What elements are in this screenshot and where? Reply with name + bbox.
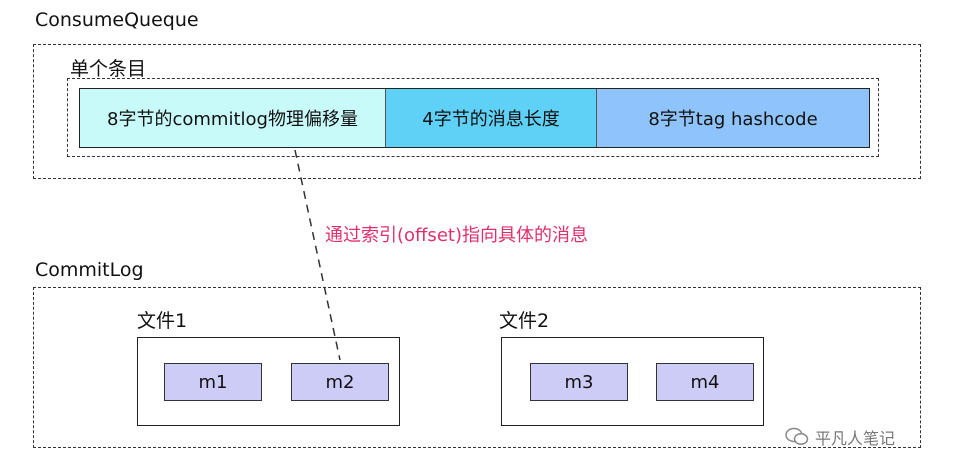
file2-label: 文件2 — [499, 310, 550, 332]
message-m3: m3 — [530, 363, 628, 401]
pointer-label: 通过索引(offset)指向具体的消息 — [325, 225, 588, 246]
wechat-icon — [785, 427, 809, 445]
length-field: 4字节的消息长度 — [386, 89, 597, 147]
consume-queue-container — [33, 44, 921, 179]
entry-container — [67, 78, 879, 157]
file2-box — [501, 337, 764, 426]
commit-log-title: CommitLog — [35, 259, 144, 281]
message-m1: m1 — [164, 363, 262, 401]
offset-field: 8字节的commitlog物理偏移量 — [80, 89, 386, 147]
entry-label: 单个条目 — [70, 58, 147, 80]
watermark: 平凡人笔记 — [785, 425, 895, 449]
message-m4: m4 — [656, 363, 754, 401]
tag-hashcode-field: 8字节tag hashcode — [597, 89, 869, 147]
message-m2: m2 — [291, 363, 389, 401]
commit-log-container — [33, 287, 921, 448]
consume-queue-title: ConsumeQueque — [35, 9, 199, 31]
file1-label: 文件1 — [137, 310, 188, 332]
watermark-text: 平凡人笔记 — [815, 429, 896, 448]
file1-box — [137, 337, 400, 426]
entry-record: 8字节的commitlog物理偏移量 4字节的消息长度 8字节tag hashc… — [79, 88, 870, 148]
